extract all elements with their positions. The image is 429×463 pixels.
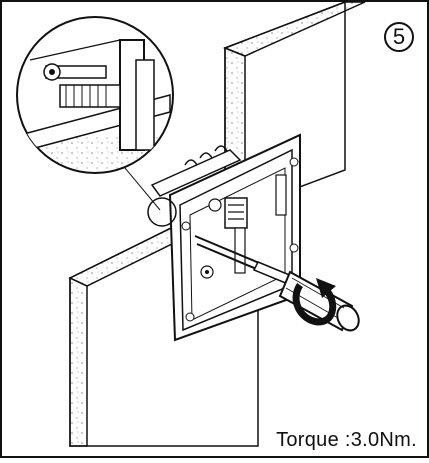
- zoom-detail: [16, 16, 174, 174]
- callout-circle: [147, 197, 177, 227]
- step-number: 5: [392, 24, 406, 49]
- clockwise-arrow-icon: [292, 278, 337, 326]
- electrical-box: [150, 133, 301, 342]
- step-number-badge: 5: [384, 22, 414, 52]
- drywall-panel: [68, 0, 366, 447]
- callout-line: [124, 167, 161, 211]
- torque-caption: Torque :3.0Nm.: [276, 429, 417, 451]
